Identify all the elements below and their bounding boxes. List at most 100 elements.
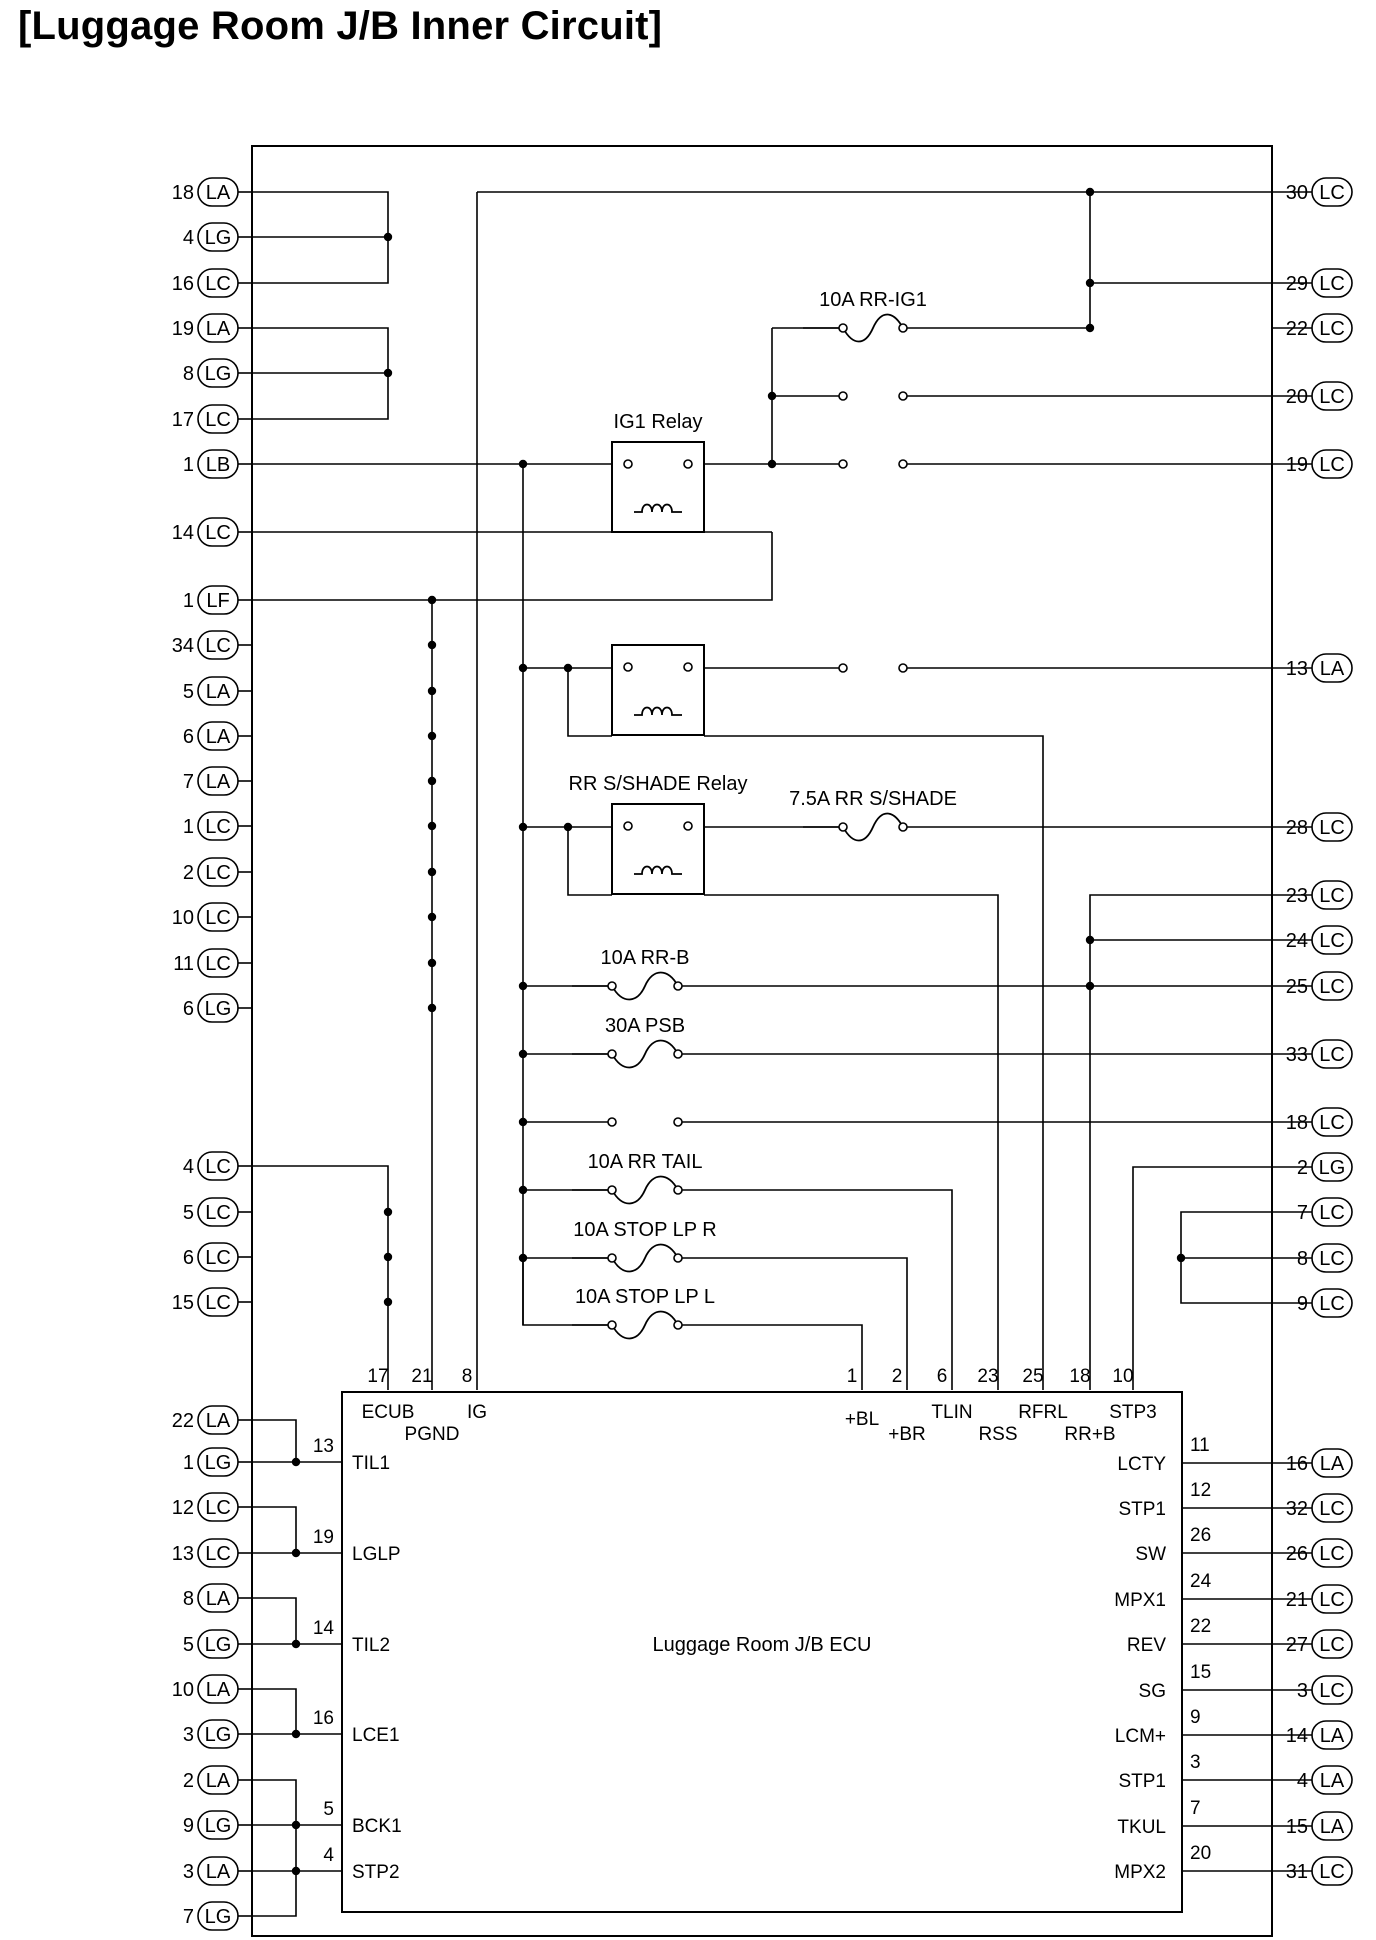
fuse-label: 10A STOP LP R: [573, 1219, 716, 1241]
connector-pill: [197, 676, 239, 706]
connector-pill: [1311, 1152, 1353, 1182]
junction-dot: [427, 731, 437, 741]
junction-dot: [427, 595, 437, 605]
connector-pin: 17: [172, 409, 194, 431]
connector-pill: [1311, 1856, 1353, 1886]
connector-pin: 18: [1286, 1112, 1308, 1134]
ecu-pin-name: REV: [1127, 1635, 1166, 1656]
connector-pill: [1311, 653, 1353, 683]
connector-pin: 7: [183, 1906, 194, 1928]
connector-pin: 18: [172, 182, 194, 204]
ecu-pin-name: IG: [467, 1402, 487, 1423]
connector-code: LC: [1319, 1112, 1345, 1134]
ecu-pin-number: 18: [1069, 1366, 1090, 1387]
fuse-label: 10A RR TAIL: [588, 1151, 703, 1173]
relay-coil: [634, 503, 682, 513]
connector-code: LG: [205, 1634, 232, 1656]
connector-pin: 10: [172, 907, 194, 929]
connector-code: LC: [205, 1247, 231, 1269]
connector-code: LC: [205, 1202, 231, 1224]
junction-dot: [1085, 278, 1095, 288]
junction-dots: [291, 187, 1186, 1876]
connector-code: LC: [205, 1497, 231, 1519]
junction-dot: [427, 1003, 437, 1013]
ecu-pin-number: 22: [1190, 1616, 1211, 1637]
connector-code: LA: [206, 318, 231, 340]
ecu-pin-number: 12: [1190, 1480, 1211, 1501]
connector-pill: [1311, 925, 1353, 955]
terminal-dot: [607, 981, 617, 991]
connector-code: LG: [205, 998, 232, 1020]
ecu-pin-number: 8: [462, 1366, 473, 1387]
connector-pin: 5: [183, 681, 194, 703]
connector-pill: [197, 1901, 239, 1931]
terminal-dot: [673, 1253, 683, 1263]
connector-pill: [1311, 1765, 1353, 1795]
wire: [252, 1419, 297, 1462]
junction-dot: [383, 232, 393, 242]
connector-pin: 13: [172, 1543, 194, 1565]
junction-dot: [291, 1639, 301, 1649]
connector-pin: 27: [1286, 1634, 1308, 1656]
connector-pill: [197, 313, 239, 343]
junction-dot: [291, 1820, 301, 1830]
connector-pin: 4: [183, 227, 194, 249]
connector-pill: [197, 811, 239, 841]
connector-code: LC: [1319, 976, 1345, 998]
connector-code: LA: [206, 681, 231, 703]
fuse-symbol: [611, 1310, 679, 1340]
wire: [252, 1597, 297, 1644]
fuse-label: 30A PSB: [605, 1015, 685, 1037]
connector-pill: [197, 1538, 239, 1568]
wire: [252, 532, 773, 601]
connector-pill: [197, 630, 239, 660]
connector-pill: [1311, 1675, 1353, 1705]
connector-code: LC: [1319, 817, 1345, 839]
ecu-pin-number: 3: [1190, 1752, 1201, 1773]
connector-pill: [197, 902, 239, 932]
ecu-pin-number: 11: [1190, 1435, 1210, 1456]
junction-dot: [518, 981, 528, 991]
terminal-dot: [673, 1320, 683, 1330]
fuse-symbol: [842, 812, 904, 842]
connector-pin: 16: [172, 273, 194, 295]
connector-pill: [1311, 177, 1353, 207]
connector-pin: 15: [172, 1292, 194, 1314]
ecu-pin-name: LCM+: [1115, 1726, 1166, 1747]
connector-pin: 9: [183, 1815, 194, 1837]
junction-dot: [1085, 981, 1095, 991]
junction-dot: [427, 821, 437, 831]
ecu-pin-number: 24: [1190, 1571, 1212, 1592]
relay-label: IG1 Relay: [614, 411, 703, 433]
wire: [678, 1257, 908, 1390]
connector-code: LC: [205, 816, 231, 838]
connector-code: LC: [1319, 386, 1345, 408]
junction-dot: [518, 822, 528, 832]
junction-dot: [1085, 323, 1095, 333]
connector-code: LC: [1319, 318, 1345, 340]
fuse-label: 10A STOP LP L: [575, 1286, 715, 1308]
relay-label: RR S/SHADE Relay: [569, 773, 748, 795]
wire: [704, 894, 999, 1390]
connector-pin: 8: [1297, 1248, 1308, 1270]
connector-pin: 6: [183, 726, 194, 748]
connector-code: LF: [206, 590, 229, 612]
connector-code: LC: [1319, 930, 1345, 952]
ecu-pin-number: 16: [313, 1708, 334, 1729]
wire: [252, 1165, 389, 1390]
connector-code: LG: [205, 1452, 232, 1474]
connector-code: LA: [206, 771, 231, 793]
ecu-pin-number: 1: [847, 1366, 858, 1387]
connector-code: LA: [206, 1861, 231, 1883]
connector-pill: [1311, 449, 1353, 479]
ecu-pin-name: RR+B: [1064, 1424, 1115, 1445]
terminal-dot: [623, 821, 633, 831]
connector-pill: [197, 948, 239, 978]
terminal-dot: [607, 1320, 617, 1330]
junction-dot: [518, 1049, 528, 1059]
ecu-pin-name: LGLP: [352, 1544, 401, 1565]
ecu-pin-name: BCK1: [352, 1816, 402, 1837]
connector-pill: [197, 1765, 239, 1795]
ecu-pin-name: TIL1: [352, 1453, 390, 1474]
